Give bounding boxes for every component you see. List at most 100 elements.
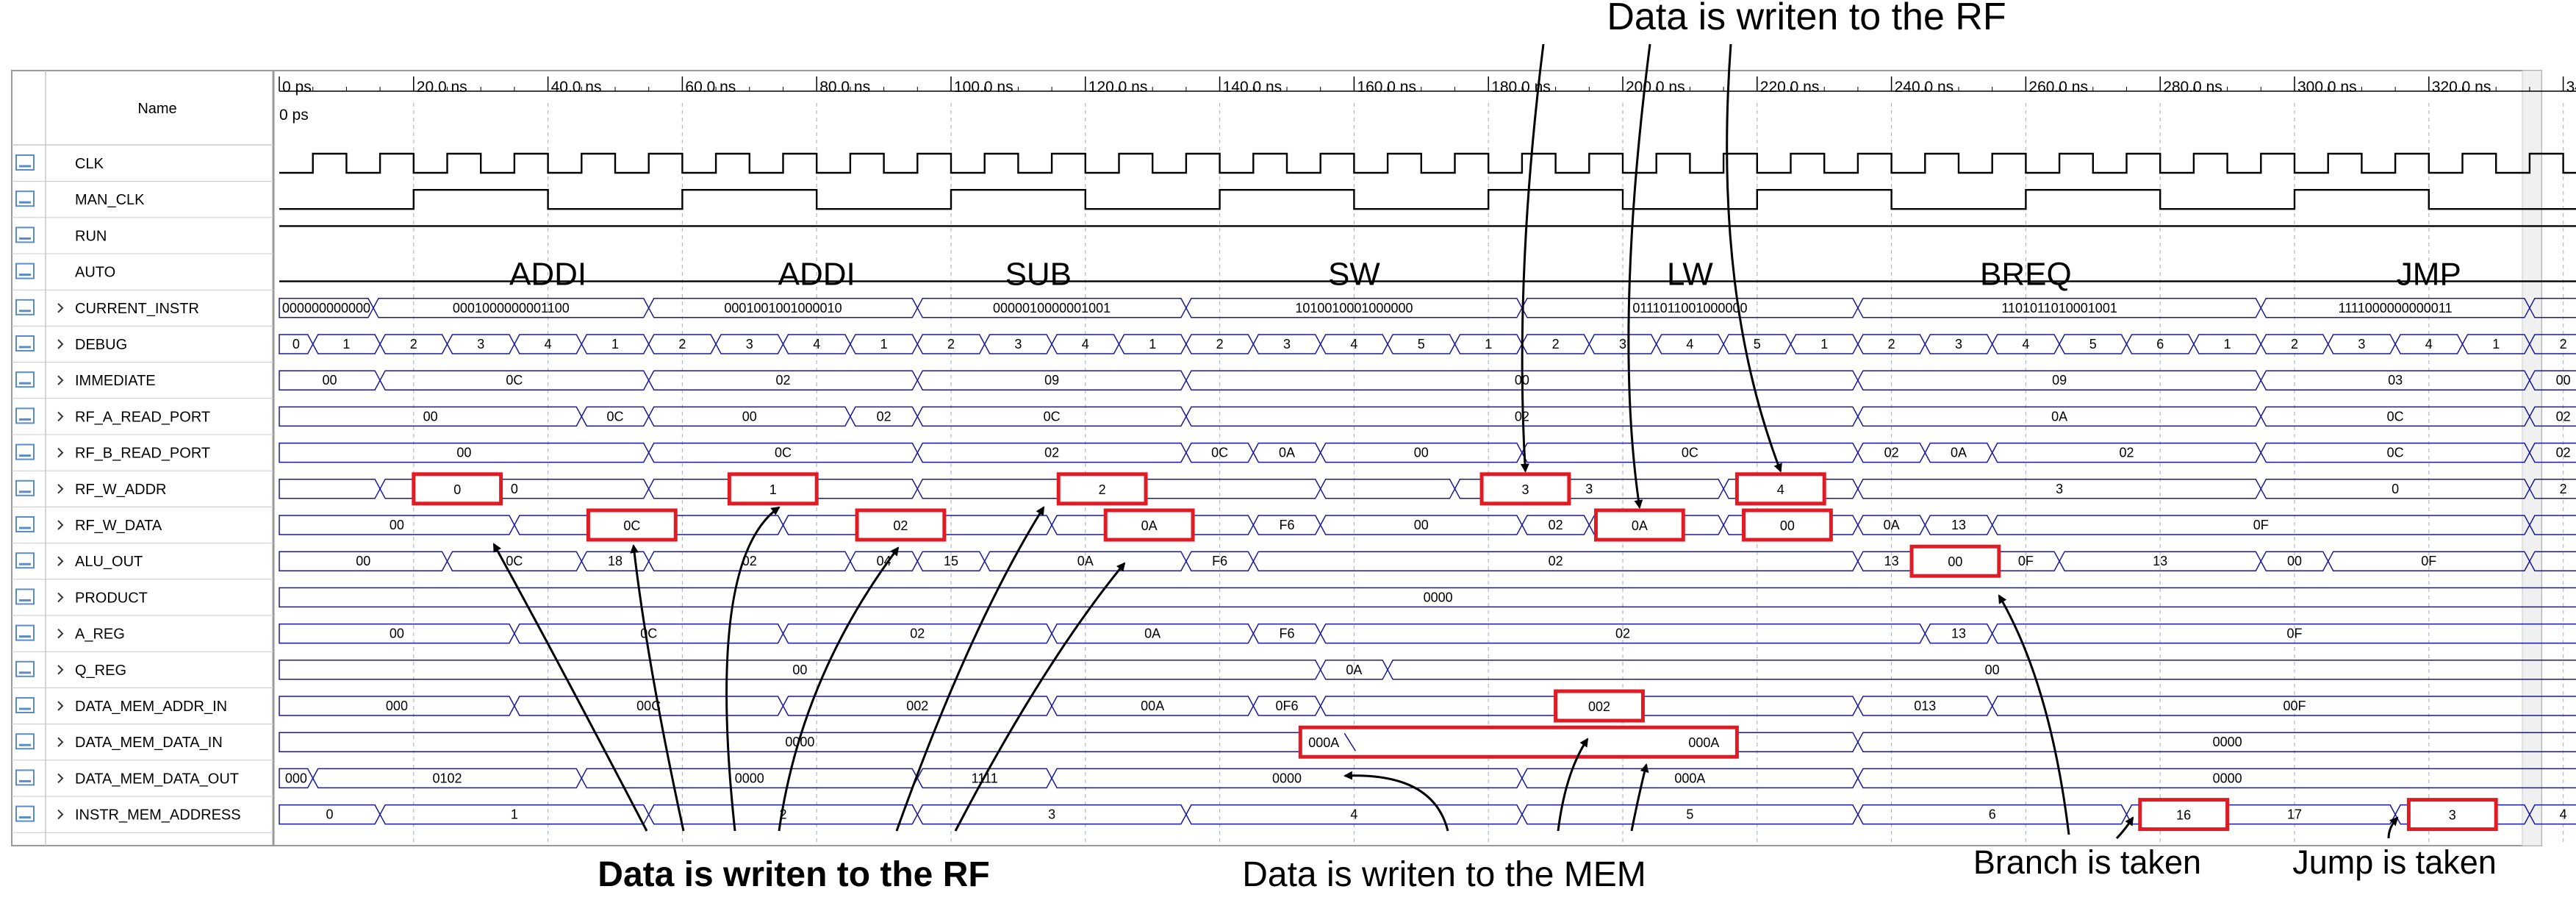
annotation-rf-bottom: Data is writen to the RF — [598, 855, 989, 894]
bus-value: 2 — [2560, 337, 2567, 351]
bus-value: 4 — [1686, 337, 1693, 351]
instruction-label: ADDI — [509, 257, 586, 293]
expand-chevron-icon[interactable] — [57, 737, 64, 747]
output-port-icon — [15, 733, 35, 750]
bus-value: 0C — [775, 446, 792, 460]
bus-value: 0F — [2018, 554, 2034, 568]
signal-name[interactable]: DATA_MEM_ADDR_IN — [75, 699, 227, 715]
expand-chevron-icon[interactable] — [57, 773, 64, 784]
bus-value: 02 — [1549, 554, 1563, 568]
transition-mark — [1343, 732, 1356, 752]
bus-segment — [2529, 406, 2576, 427]
signal-name[interactable]: DATA_MEM_DATA_OUT — [75, 771, 239, 787]
bus-value: 02 — [910, 627, 925, 641]
bus-value: 1 — [611, 337, 619, 351]
bus-value: 04 — [877, 554, 891, 568]
highlight-value: 4 — [1777, 482, 1784, 497]
vertical-scrollbar[interactable] — [2522, 70, 2542, 846]
bus-value: 00 — [792, 663, 807, 677]
bus-value: 02 — [742, 554, 757, 568]
annotation-arrow — [1627, 43, 1651, 509]
signal-name[interactable]: CLK — [75, 156, 104, 172]
bus-value: 0000 — [2213, 771, 2242, 785]
annotation-arrow — [1998, 594, 2070, 835]
highlight-value: 2 — [1099, 482, 1106, 497]
expand-chevron-icon[interactable] — [57, 339, 64, 349]
bus-value: 0F6 — [1275, 699, 1298, 713]
signal-name[interactable]: DATA_MEM_DATA_IN — [75, 735, 223, 751]
bus-value: 00 — [1414, 446, 1429, 460]
expand-chevron-icon[interactable] — [57, 520, 64, 530]
signal-name[interactable]: INSTR_MEM_ADDRESS — [75, 807, 241, 824]
signal-name[interactable]: DEBUG — [75, 337, 127, 353]
bus-value: 0111011001000000 — [1632, 301, 1747, 315]
signal-name[interactable]: RF_B_READ_PORT — [75, 446, 210, 462]
highlight-value: 0 — [453, 482, 461, 497]
expand-chevron-icon[interactable] — [57, 484, 64, 494]
bus-value: 0C — [606, 409, 623, 424]
annotation-arrow — [2387, 816, 2399, 839]
bus-segment — [2529, 515, 2576, 535]
output-port-icon — [15, 299, 35, 315]
viewer-border — [11, 70, 2542, 846]
bus-value: 0A — [1144, 627, 1160, 641]
expand-chevron-icon[interactable] — [57, 303, 64, 313]
input-port-icon — [15, 190, 35, 207]
signal-name[interactable]: ALU_OUT — [75, 554, 143, 570]
name-column-header: Name — [137, 101, 176, 117]
bus-segment — [2529, 298, 2576, 318]
bus-value: 2 — [947, 337, 955, 351]
bus-value: 1 — [1820, 337, 1828, 351]
highlight-value: 3 — [1521, 482, 1529, 497]
bus-value: 13 — [1884, 554, 1899, 568]
signal-name[interactable]: A_REG — [75, 627, 125, 643]
signal-name[interactable]: RUN — [75, 228, 107, 244]
annotation-arrow — [954, 562, 1126, 832]
time-tick-label: 100.0 ns — [954, 79, 1013, 96]
time-tick-label: 200.0 ns — [1626, 79, 1685, 96]
signal-name[interactable]: CURRENT_INSTR — [75, 301, 199, 317]
expand-chevron-icon[interactable] — [57, 665, 64, 675]
bus-value: 0C — [506, 554, 523, 568]
bus-value: 00 — [323, 373, 337, 388]
bus-value: 13 — [1951, 518, 1966, 532]
expand-chevron-icon[interactable] — [57, 375, 64, 385]
bus-value: 00 — [2287, 554, 2302, 568]
bus-value: 18 — [608, 554, 623, 568]
expand-chevron-icon[interactable] — [57, 592, 64, 603]
time-tick-label: 20.0 ns — [417, 79, 467, 96]
bus-value: 1101011010001001 — [2001, 301, 2117, 315]
bus-value: 000000000000 — [282, 301, 370, 315]
expand-chevron-icon[interactable] — [57, 628, 64, 639]
bus-value: 00 — [1414, 518, 1429, 532]
bus-segment — [1387, 660, 2576, 680]
highlight-box — [1734, 472, 1826, 506]
expand-chevron-icon[interactable] — [57, 411, 64, 422]
bus-value: 13 — [2153, 554, 2167, 568]
expand-chevron-icon[interactable] — [57, 701, 64, 711]
expand-chevron-icon[interactable] — [57, 556, 64, 566]
expand-chevron-icon[interactable] — [57, 447, 64, 458]
output-port-icon — [15, 805, 35, 822]
signal-name[interactable]: AUTO — [75, 265, 115, 281]
bus-value: 3 — [477, 337, 484, 351]
signal-name[interactable]: RF_W_ADDR — [75, 482, 166, 498]
signal-name[interactable]: IMMEDIATE — [75, 373, 156, 389]
signal-name[interactable]: RF_W_DATA — [75, 518, 162, 534]
bus-value: 6 — [1989, 807, 1996, 822]
signal-name[interactable]: RF_A_READ_PORT — [75, 409, 210, 425]
bus-value: 4 — [2425, 337, 2433, 351]
signal-name[interactable]: Q_REG — [75, 663, 126, 679]
time-tick-label: 160.0 ns — [1357, 79, 1416, 96]
bus-value: 5 — [2089, 337, 2097, 351]
expand-chevron-icon[interactable] — [57, 809, 64, 820]
signal-name[interactable]: MAN_CLK — [75, 192, 145, 208]
highlight-value: 16 — [2176, 808, 2191, 823]
bus-value: 2 — [2291, 337, 2298, 351]
bus-value: 5 — [1686, 807, 1693, 822]
bus-value: 4 — [1082, 337, 1089, 351]
bus-value: 00 — [423, 409, 438, 424]
signal-name[interactable]: PRODUCT — [75, 590, 148, 606]
